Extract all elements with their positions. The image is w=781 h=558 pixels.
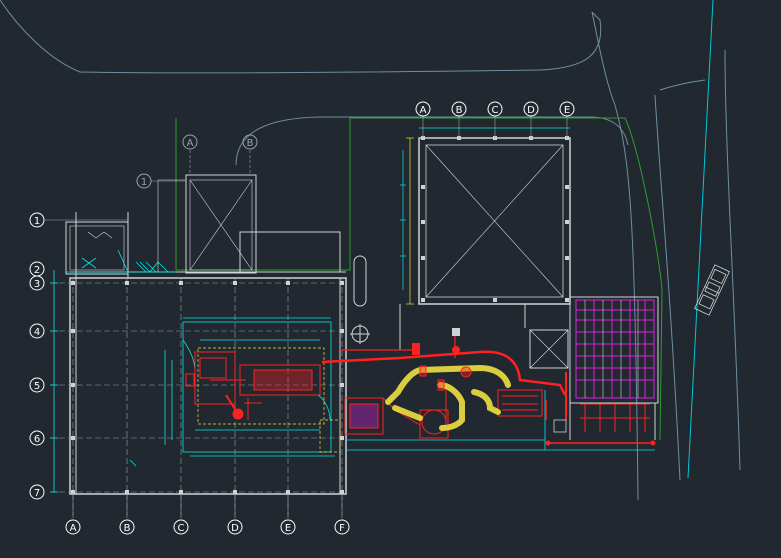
road-edge-far-2 [724,49,741,471]
axis-bubble-bottom-b: B [119,494,135,535]
road-contours [0,0,741,501]
axis-bubble-top-b: B [451,101,467,138]
axis-bubble-top-a: A [415,101,431,138]
axis-bubble-left-6: 6 [29,430,45,446]
axis-bubble-bottom-f: F [334,494,350,535]
axis-bubble-top-e: E [559,101,575,138]
axis-bubble-bottom-c: C [173,494,189,535]
road-edge-far [654,94,681,481]
axis-bubble-bottom-e: E [280,494,296,535]
svg-text:E: E [564,105,570,116]
tower-block-small [157,174,341,274]
svg-text:2: 2 [34,265,40,276]
axis-bubble-small-b: B [242,134,258,150]
svg-text:D: D [527,105,535,116]
svg-text:C: C [178,523,185,534]
svg-text:7: 7 [34,488,40,499]
svg-text:B: B [456,105,463,116]
stair-tower-cyan-details [81,249,169,273]
site-boundary [175,117,663,441]
svg-text:3: 3 [34,279,40,290]
left-dimension-chain [50,270,137,493]
column-markers [71,281,344,494]
axis-bubble-bottom-d: D [227,494,243,535]
axis-bubble-bottom-a: A [65,494,81,535]
main-building-outline [69,277,347,495]
equipment-yellow-outlines [197,347,341,453]
small-shaft [529,329,569,369]
axis-bubble-small-1: 1 [136,173,186,189]
equipment-dimension-boxes [164,317,655,457]
svg-text:4: 4 [34,327,40,338]
equipment-room-right [569,296,659,440]
svg-text:F: F [339,523,345,534]
axis-bubble-left-4: 4 [29,323,45,339]
axis-bubble-left-1: 1 [29,212,128,228]
tanks [350,255,370,344]
axis-bubbles-top-small: A B 1 [136,134,258,189]
svg-text:A: A [420,105,427,116]
road-curve-mid [235,116,629,166]
axis-bubble-top-c: C [487,101,503,138]
stair-tower [65,212,129,278]
svg-text:A: A [70,523,77,534]
large-building-columns [421,136,569,302]
svg-text:6: 6 [34,434,40,445]
axis-bubbles-left: 1 2 3 4 5 6 7 [29,212,128,500]
large-building-cyan-dims [400,150,406,290]
endpoint-markers [545,440,656,446]
axis-bubble-left-2: 2 [29,261,45,277]
svg-text:1: 1 [141,177,147,188]
svg-text:1: 1 [34,216,40,227]
axis-bubble-left-7: 7 [29,484,45,500]
equipment-red-left [185,351,321,420]
svg-text:A: A [187,138,194,149]
svg-text:D: D [231,523,239,534]
axis-bubbles-bottom: A B C D E F [65,494,350,535]
large-building-dimensions [406,137,414,305]
equipment-red-right [545,372,655,444]
duct-fittings [419,365,472,391]
svg-text:E: E [285,523,291,534]
magenta-panel-racks [575,299,655,399]
road-curve-top [0,0,602,74]
property-line [687,0,714,479]
svg-text:B: B [247,138,254,149]
equipment-red-center [344,386,547,439]
road-edge-right [591,11,639,501]
large-building [399,127,571,350]
svg-text:5: 5 [34,381,40,392]
white-rack-details [584,300,639,398]
pipe-fittings [412,328,460,355]
axis-bubble-top-d: D [523,101,539,138]
small-panel [553,419,567,433]
axis-bubble-small-a: A [182,134,198,150]
road-curve-far [659,79,706,91]
axis-bubble-left-3: 3 [29,275,45,291]
axis-bubble-left-5: 5 [29,377,45,393]
svg-text:B: B [124,523,131,534]
vehicle-symbol [694,264,730,316]
axis-bubbles-top-right: A B C D E [415,101,575,138]
svg-text:C: C [492,105,499,116]
